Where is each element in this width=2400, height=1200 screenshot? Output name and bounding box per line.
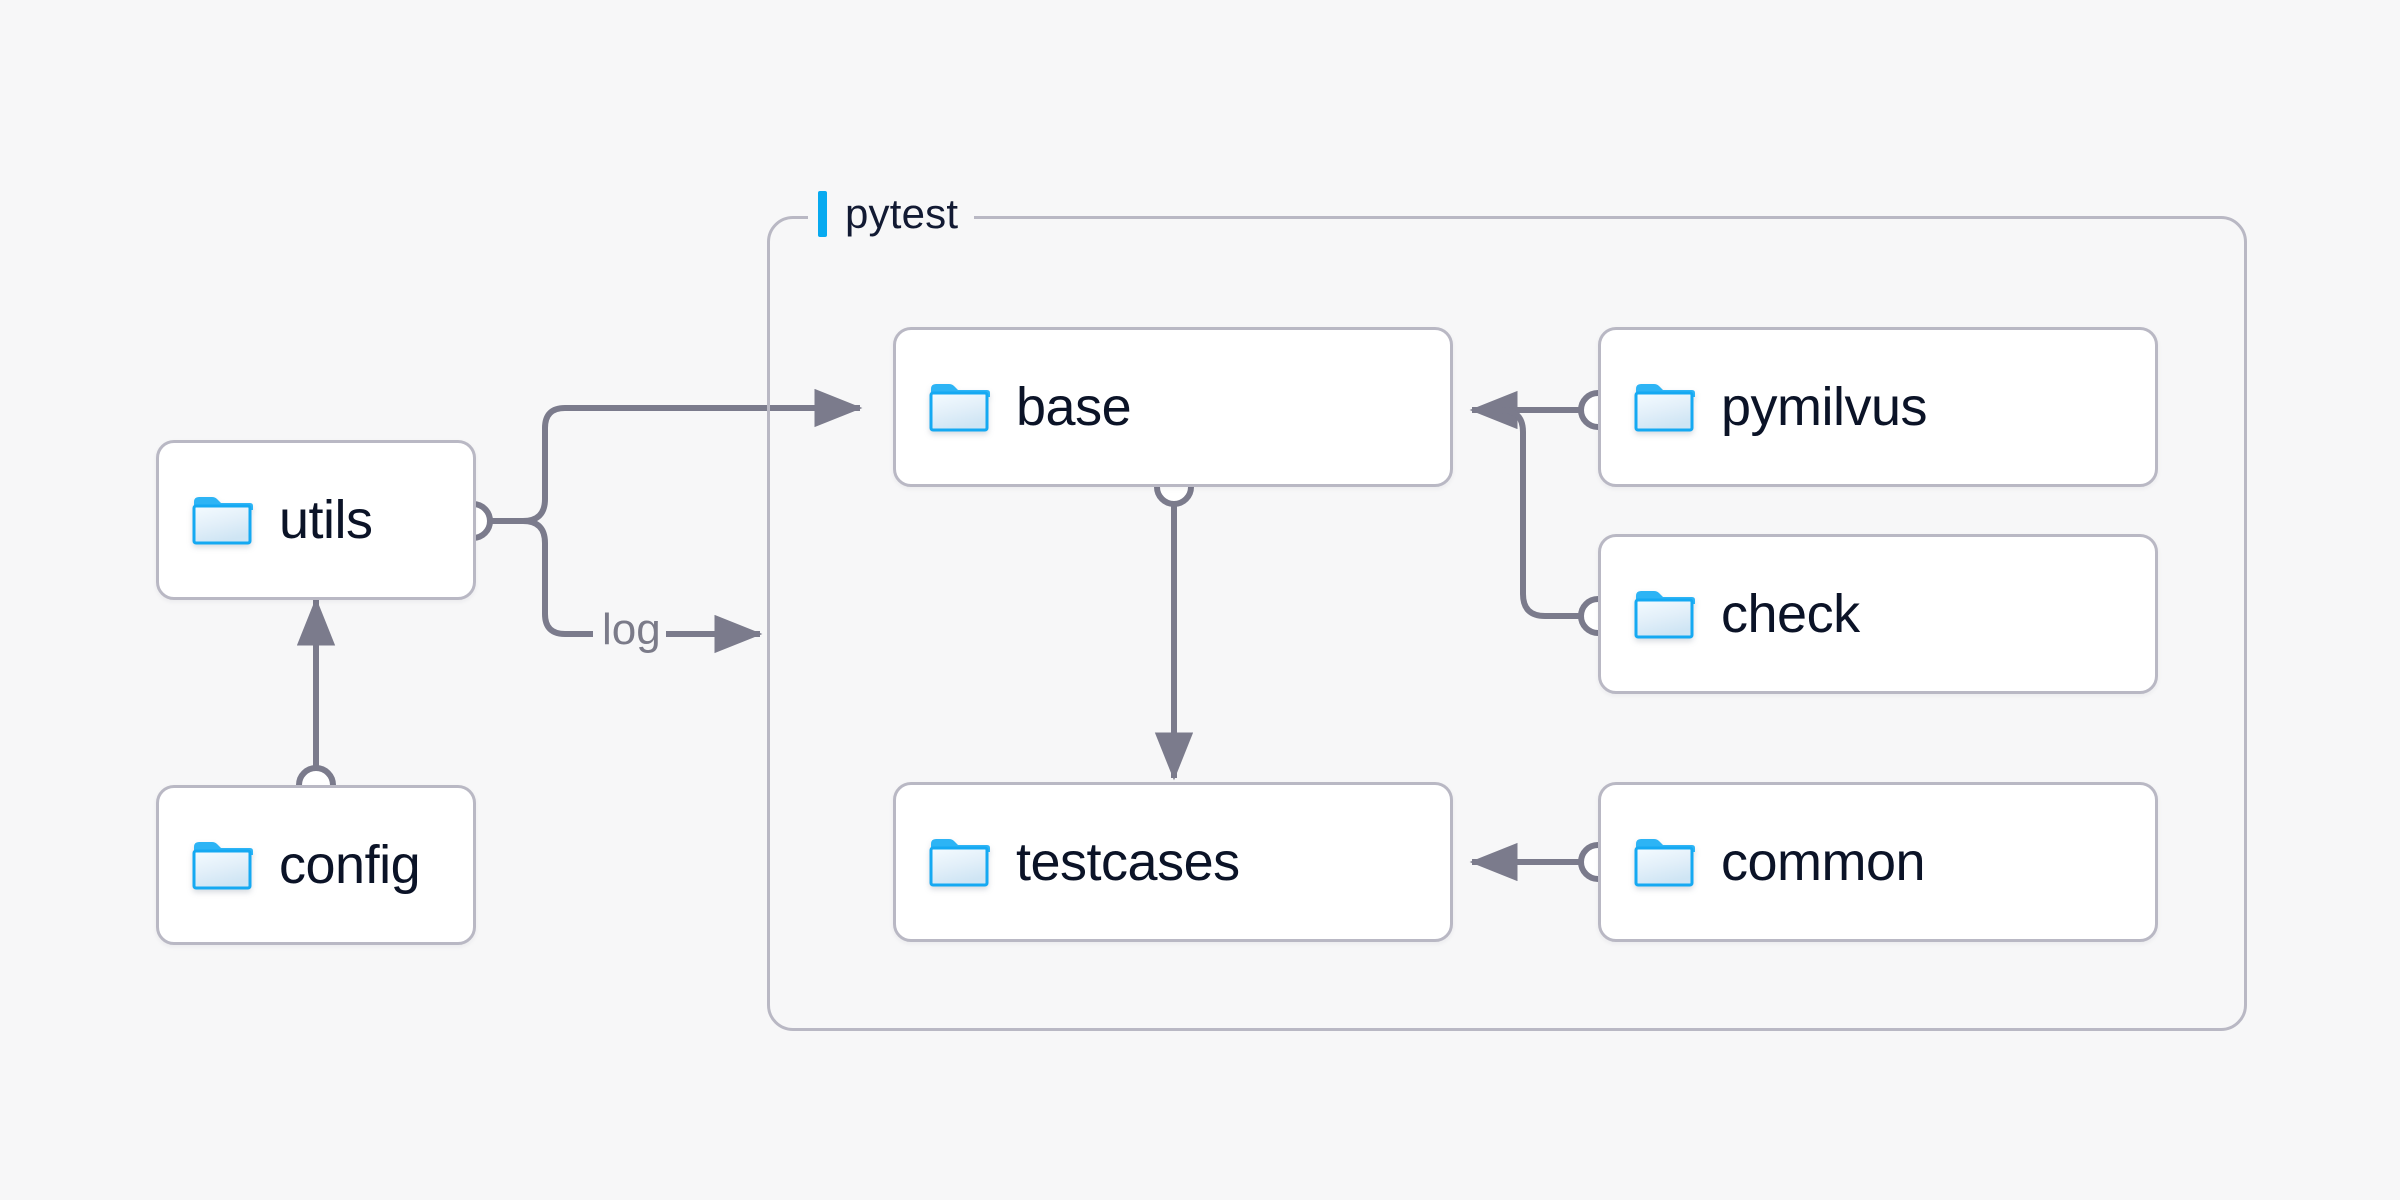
group-pytest xyxy=(767,216,2247,1031)
folder-icon xyxy=(1634,839,1695,887)
accent-bar-icon xyxy=(818,191,827,237)
folder-icon xyxy=(1634,384,1695,432)
node-utils[interactable]: utils xyxy=(156,440,476,600)
node-testcases-label: testcases xyxy=(1016,832,1240,892)
folder-icon xyxy=(929,384,990,432)
node-utils-label: utils xyxy=(279,490,373,550)
node-base-label: base xyxy=(1016,377,1132,437)
edge-label-log: log xyxy=(602,605,661,654)
folder-icon xyxy=(192,497,253,545)
node-config[interactable]: config xyxy=(156,785,476,945)
node-config-label: config xyxy=(279,835,421,895)
edge-config-utils xyxy=(296,597,336,805)
node-check-label: check xyxy=(1721,584,1860,644)
group-pytest-label: pytest xyxy=(808,187,975,241)
folder-icon xyxy=(192,842,253,890)
node-check[interactable]: check xyxy=(1598,534,2158,694)
group-pytest-label-text: pytest xyxy=(845,190,959,237)
node-pymilvus-label: pymilvus xyxy=(1721,377,1928,437)
node-pymilvus[interactable]: pymilvus xyxy=(1598,327,2158,487)
node-testcases[interactable]: testcases xyxy=(893,782,1453,942)
node-common[interactable]: common xyxy=(1598,782,2158,942)
node-base[interactable]: base xyxy=(893,327,1453,487)
folder-icon xyxy=(1634,591,1695,639)
node-common-label: common xyxy=(1721,832,1926,892)
folder-icon xyxy=(929,839,990,887)
